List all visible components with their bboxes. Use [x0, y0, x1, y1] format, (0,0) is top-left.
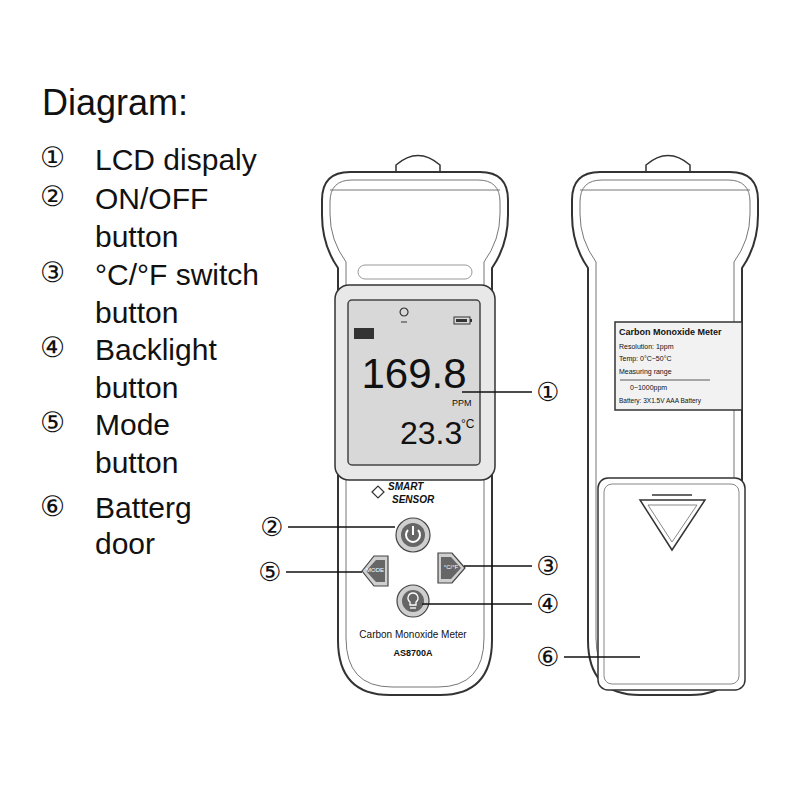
list-item: Batterg door [95, 490, 250, 562]
list-item: ON/OFF button [95, 180, 255, 256]
label-text: Temp: 0°C~50°C [619, 355, 671, 363]
battery-door [598, 478, 745, 690]
brand-name: SENSOR [392, 494, 434, 506]
callout-number: ④ [532, 589, 564, 619]
back-label [615, 322, 742, 410]
model-name: Carbon Monoxide Meter [343, 629, 483, 641]
list-number: ③ [40, 257, 65, 289]
label-text: Resolution: 1ppm [619, 343, 673, 351]
label-text: 0~1000ppm [630, 384, 667, 392]
label-text: Battery: 3X1.5V AAA Battery [619, 397, 701, 404]
list-item: °C/°F switch button [95, 256, 320, 332]
lcd-unit: PPM [452, 398, 472, 408]
list-item: LCD dispaly [95, 141, 325, 179]
label-text: Measuring range [619, 368, 672, 376]
button-label: °C/°F [440, 564, 462, 571]
label-text: Carbon Monoxide Meter [619, 327, 722, 337]
meter-front [322, 156, 508, 696]
meter-back [572, 156, 758, 696]
callout-number: ⑥ [532, 642, 564, 672]
lcd-temperature: 23.3 [400, 415, 462, 452]
list-number: ⑤ [40, 407, 65, 439]
callout-number: ⑤ [254, 557, 286, 587]
list-number: ② [40, 181, 65, 213]
lcd-reading: 169.8 [354, 350, 474, 398]
list-item: Backlight button [95, 331, 280, 407]
lcd-temp-unit: °C [461, 417, 474, 431]
leader-lines [286, 392, 640, 657]
model-number: AS8700A [368, 648, 458, 658]
list-item: Mode button [95, 406, 250, 482]
brand-name: SMART [388, 481, 423, 493]
diagram-title: Diagram: [42, 82, 188, 124]
list-number: ⑥ [40, 491, 65, 523]
callout-number: ③ [532, 551, 564, 581]
callout-number: ② [256, 512, 288, 542]
callout-number: ① [532, 377, 564, 407]
list-number: ① [40, 142, 65, 174]
button-label: MODE [364, 567, 386, 574]
list-number: ④ [40, 332, 65, 364]
